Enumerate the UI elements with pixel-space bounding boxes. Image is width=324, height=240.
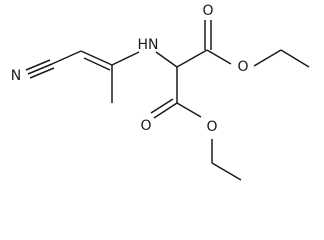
bond-lower-carbonyl-double-2 xyxy=(150,98,174,114)
bond-upper-ester-o-ethyl-1 xyxy=(253,49,282,67)
bond-lower-carbonyl-double-1 xyxy=(153,102,178,119)
bond-upper-carbonyl-to-ester-o xyxy=(206,49,232,65)
bond-vinyl-double-1 xyxy=(80,50,113,66)
bond-nitrile-triple-1 xyxy=(25,59,51,71)
molecule-diagram: N HN O O O O xyxy=(11,3,310,181)
atom-label-upper-carbonyl-o: O xyxy=(202,3,213,19)
atom-label-upper-ester-o: O xyxy=(237,59,248,75)
bond-nitrile-triple-3 xyxy=(29,67,55,79)
bond-upper-ethyl-2 xyxy=(280,49,310,68)
bond-central-upper-carbonyl xyxy=(176,49,208,68)
atom-label-lower-ester-o: O xyxy=(206,119,217,135)
bonds xyxy=(25,20,310,181)
atom-label-amine-nh: HN xyxy=(138,37,159,53)
bond-lower-carbonyl-to-ester-o xyxy=(176,102,202,118)
bond-vinyl-amine xyxy=(111,51,140,66)
bond-amine-central xyxy=(155,51,178,68)
atom-label-nitrile-n: N xyxy=(11,68,21,84)
bond-lower-ethyl-2 xyxy=(211,162,242,181)
atom-labels: N HN O O O O xyxy=(11,3,249,135)
bond-nitrile-carbon-to-vinyl xyxy=(51,50,82,65)
atom-label-lower-carbonyl-o: O xyxy=(140,118,151,134)
bond-vinyl-double-2 xyxy=(83,57,111,71)
bond-nitrile-triple-2 xyxy=(27,63,53,75)
